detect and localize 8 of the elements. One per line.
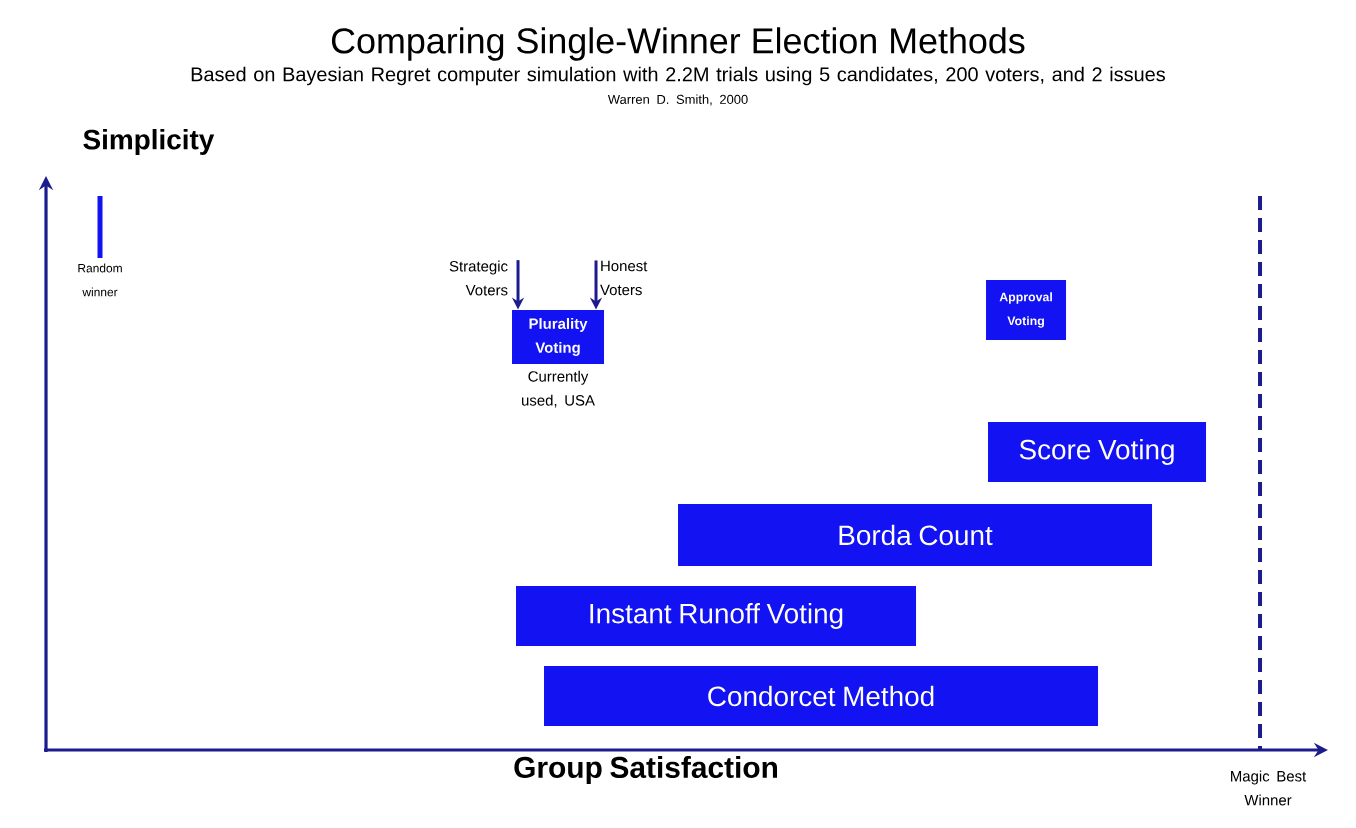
subtitle: Based on Bayesian Regret computer simulation with 2.2M trials using 5 candidates, 200 voters, and 2 issues [191, 66, 1165, 86]
title: Comparing Single-Winner Election Methods [331, 27, 1025, 61]
axis-title: Group Satisfaction [514, 756, 777, 784]
method-box: Condorcet Method [544, 666, 1099, 726]
method-box: Borda Count [678, 504, 1153, 566]
axis-title: Simplicity [83, 129, 215, 155]
method-box: Instant Runoff Voting [516, 586, 917, 646]
method-box: Score Voting [988, 422, 1207, 482]
